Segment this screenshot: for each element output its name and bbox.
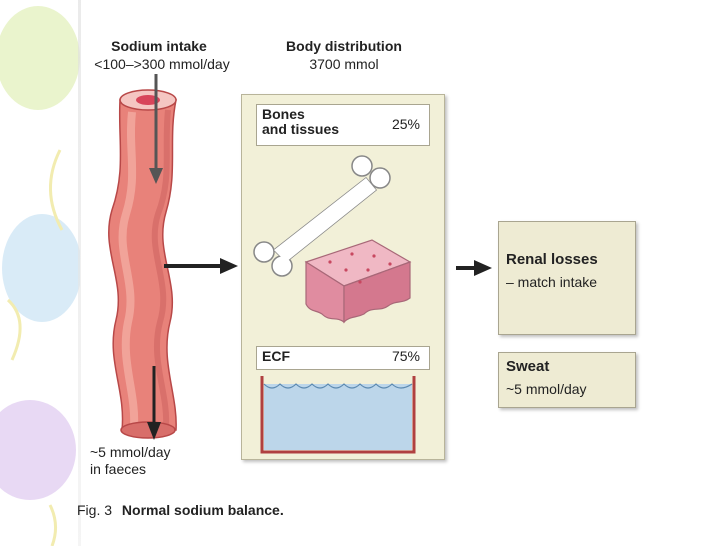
sodium-intake-title: Sodium intake (111, 38, 207, 54)
figure-caption: Fig. 3 Normal sodium balance. (77, 502, 284, 518)
tissue-block-icon (304, 239, 412, 324)
ecf-label: ECF (262, 348, 290, 364)
faeces-line2: in faeces (90, 461, 147, 477)
intestine-tube (108, 89, 177, 439)
sodium-intake-range: <100–>300 mmol/day (94, 56, 230, 72)
bones-label-line1: Bones (262, 106, 305, 122)
sweat-subtitle: ~5 mmol/day (506, 381, 587, 397)
green-balloon (0, 6, 80, 110)
water-container-icon (260, 376, 416, 454)
figure-number: Fig. 3 (77, 502, 113, 518)
bones-percent: 25% (391, 116, 420, 132)
ecf-percent: 75% (391, 348, 420, 364)
bones-label-line2: and tissues (262, 121, 340, 137)
ecf-header-box (256, 346, 430, 370)
blue-balloon (2, 214, 80, 322)
decorative-balloons (0, 6, 80, 546)
image-edge (78, 0, 81, 546)
sweat-title: Sweat (506, 358, 550, 375)
sweat-box (498, 352, 636, 408)
body-distribution-total: 3700 mmol (309, 56, 379, 72)
renal-losses-box (498, 221, 636, 335)
faeces-line1: ~5 mmol/day (90, 444, 171, 460)
purple-balloon (0, 400, 76, 500)
renal-arrow-icon (456, 260, 492, 276)
renal-losses-subtitle: – match intake (506, 274, 598, 290)
faeces-arrow-icon (147, 366, 161, 440)
faeces-label: ~5 mmol/day in faeces (90, 444, 220, 478)
figure-title: Normal sodium balance. (121, 502, 284, 518)
bones-label: Bones and tissues (262, 107, 339, 137)
bones-header-box (256, 104, 430, 146)
bone-icon (253, 155, 391, 277)
renal-losses-title: Renal losses (506, 251, 598, 268)
absorption-arrow-icon (164, 258, 238, 274)
body-distribution-title: Body distribution (286, 38, 402, 54)
intake-arrow-icon (149, 74, 163, 184)
